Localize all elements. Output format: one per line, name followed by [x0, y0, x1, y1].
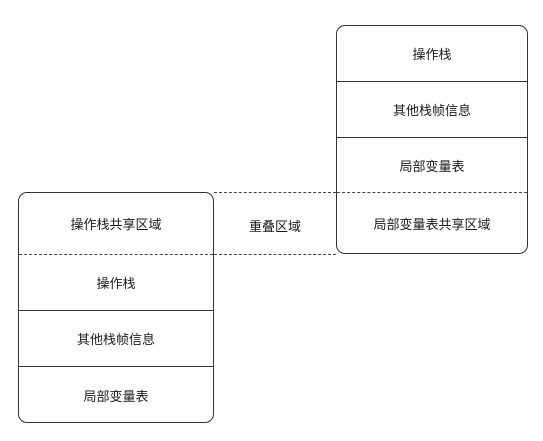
lower-shared-operand-stack-cell: 操作栈共享区域	[70, 218, 162, 233]
upper-operand-stack-cell: 操作栈	[412, 48, 452, 63]
overlap-top-dashed-line	[214, 192, 336, 193]
upper-separator-1	[337, 81, 527, 82]
upper-separator-2	[337, 137, 527, 138]
lower-separator-2	[19, 366, 213, 367]
lower-shared-dashed-separator	[19, 254, 213, 255]
lower-other-frame-info-cell: 其他栈帧信息	[76, 333, 155, 348]
overlap-bottom-dashed-line	[214, 254, 336, 255]
overlap-region-label: 重叠区域	[248, 219, 301, 235]
lower-separator-1	[19, 310, 213, 311]
upper-shared-dashed-separator	[337, 192, 527, 193]
upper-local-variables-cell: 局部变量表	[399, 159, 465, 175]
upper-stack-frame: 操作栈 其他栈帧信息 局部变量表 局部变量表共享区域	[336, 25, 528, 254]
lower-operand-stack-cell: 操作栈	[96, 277, 136, 292]
upper-shared-local-variables-cell: 局部变量表共享区域	[373, 218, 491, 233]
lower-stack-frame: 操作栈共享区域 操作栈 其他栈帧信息 局部变量表	[18, 192, 214, 423]
upper-other-frame-info-cell: 其他栈帧信息	[392, 104, 471, 119]
lower-local-variables-cell: 局部变量表	[83, 389, 149, 405]
